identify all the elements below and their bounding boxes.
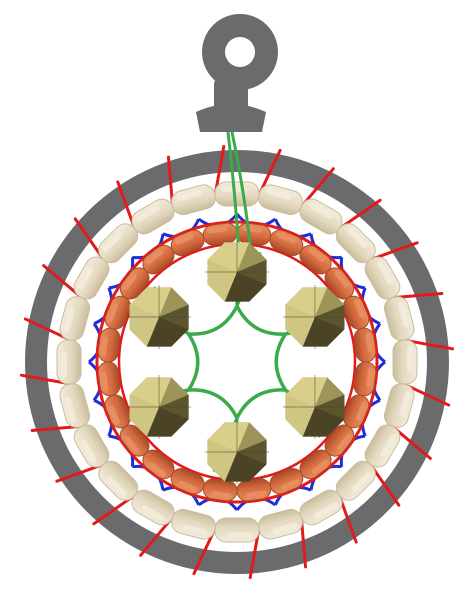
- outer-bead: [57, 340, 81, 384]
- outer-bead: [393, 340, 417, 384]
- outer-bead: [215, 182, 259, 206]
- outer-bead: [215, 518, 259, 542]
- bail-loop: [196, 14, 278, 132]
- bail-hole: [225, 37, 255, 67]
